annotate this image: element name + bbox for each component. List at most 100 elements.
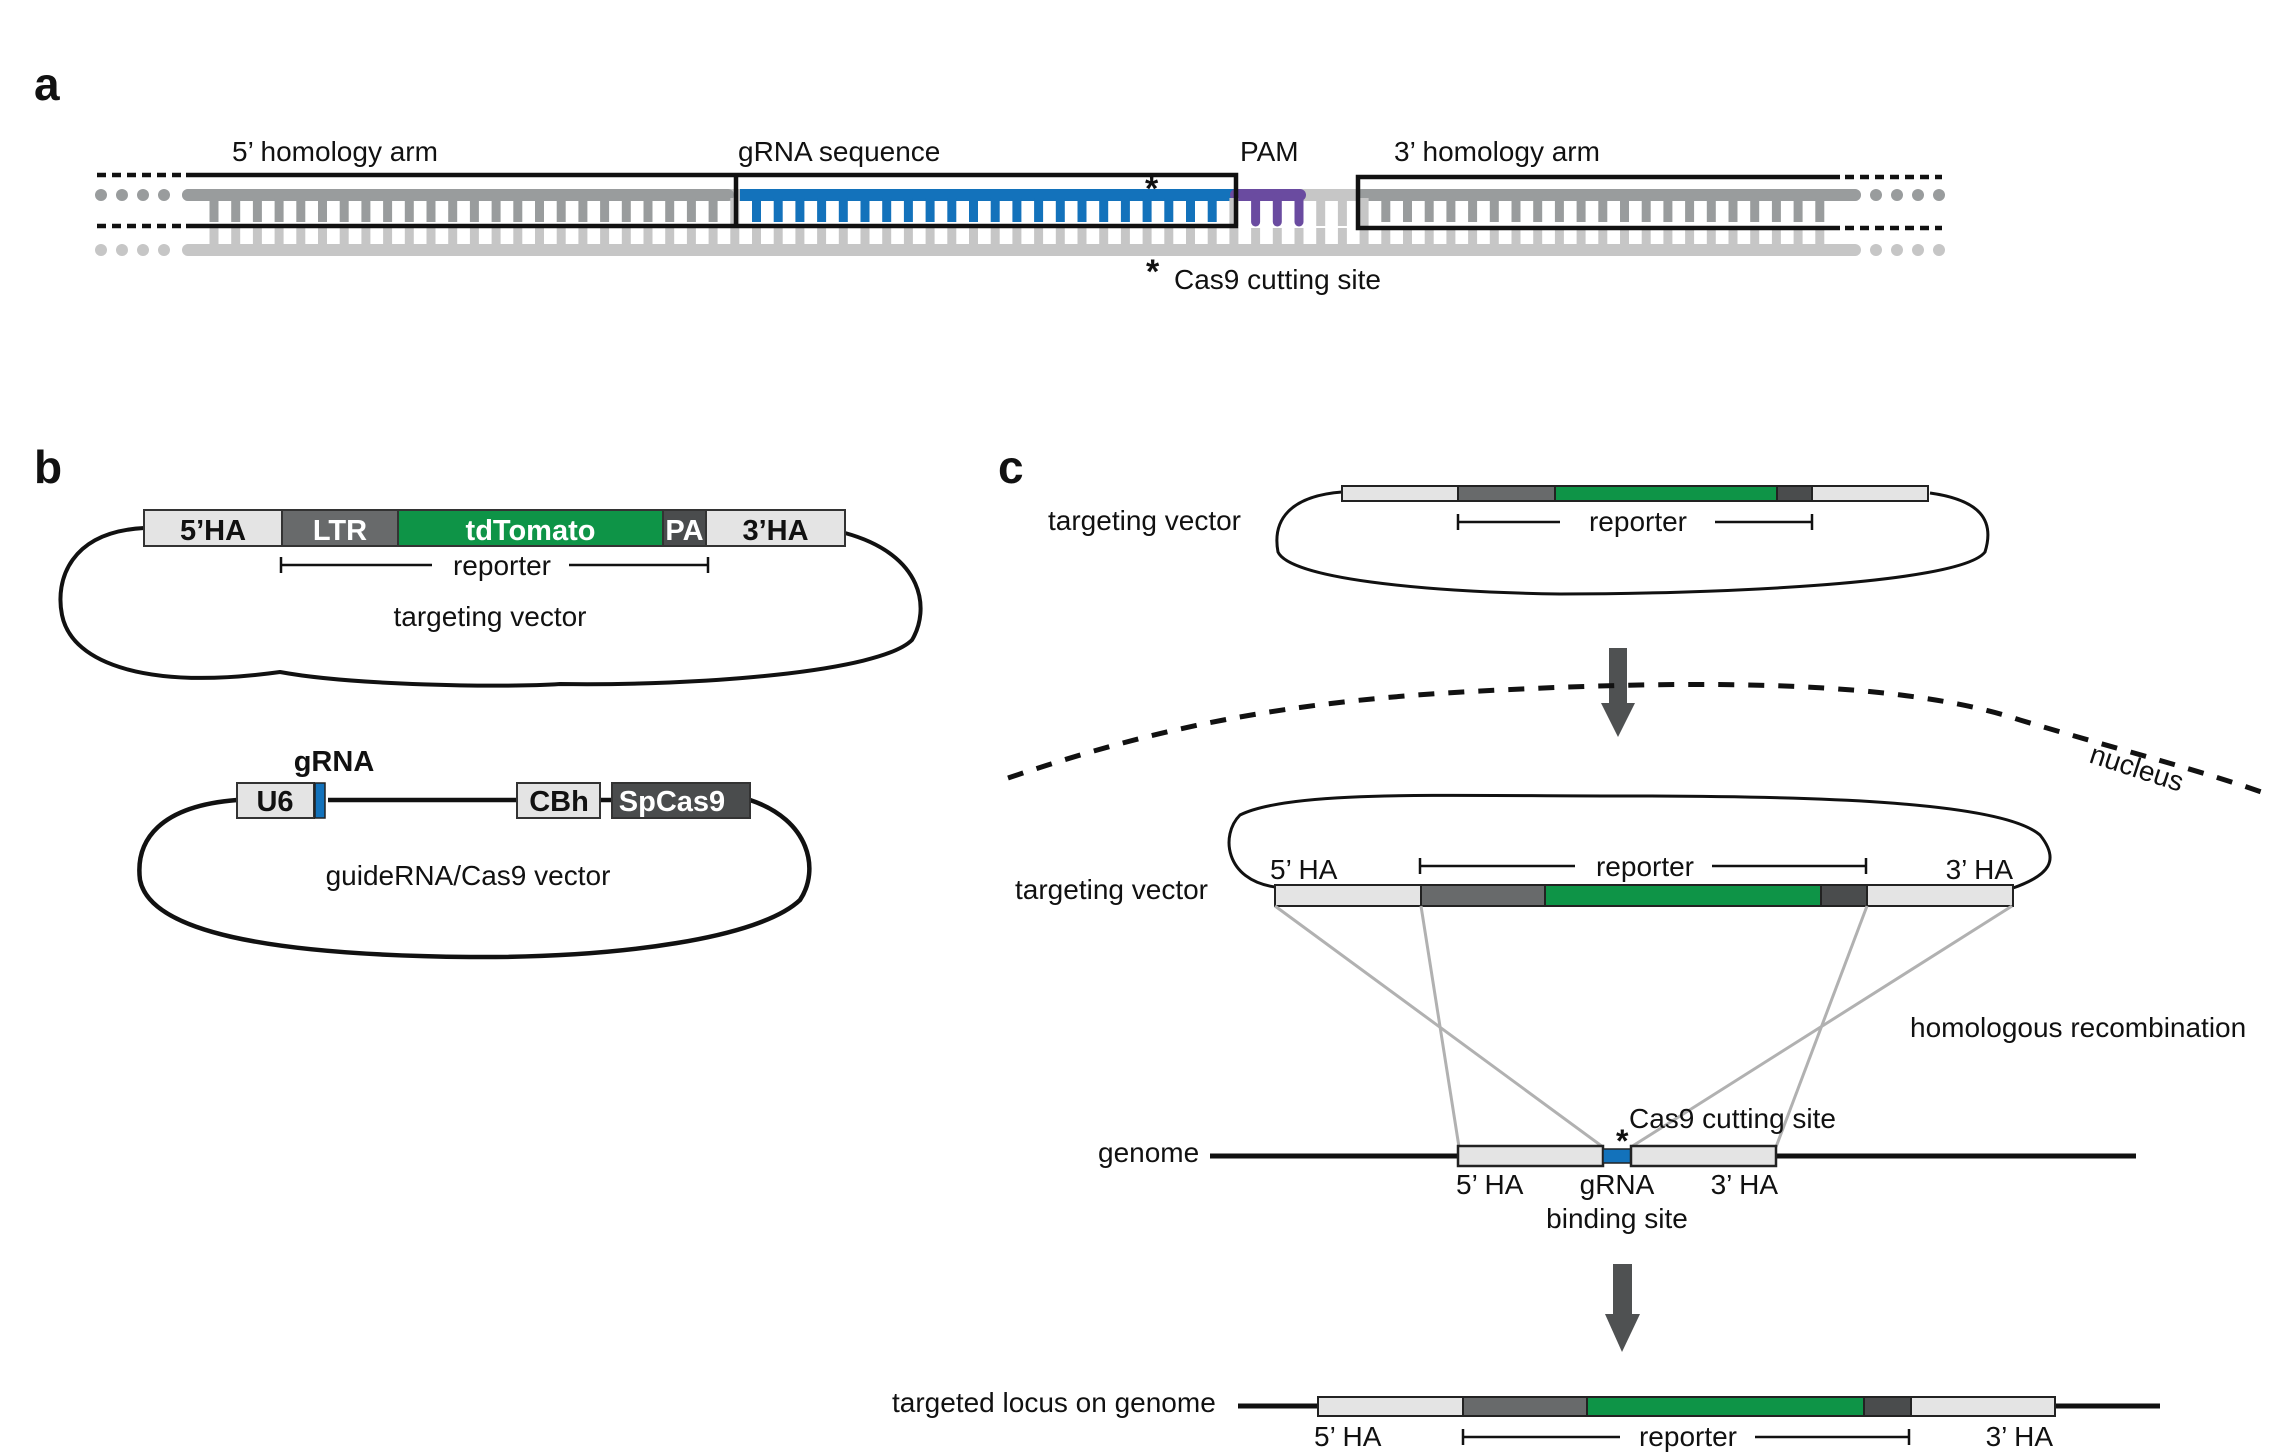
c-mid-vector-label: targeting vector [1015,874,1208,905]
segment-5ha [143,509,283,547]
c-top-vector-segments [1341,485,1929,502]
panel-c-label: c [998,441,1024,493]
c-mid-five-ha-label: 5’ HA [1270,854,1338,885]
genome: genome * Cas9 cutting site 5’ HA gRNA bi… [1098,1103,2136,1234]
segment-three-ha [1866,884,2014,907]
bottom-strand-dots [95,244,1945,256]
panel-a: a 5’ homology arm gRNA sequence PAM 3’ h… [34,58,1945,295]
segment-three-ha [1910,1396,2056,1417]
c-mid-vector-segments [1274,884,2014,907]
nucleus-membrane [1007,681,2270,798]
segment-label: 3’HA [742,515,808,547]
guide-vector-title: guideRNA/Cas9 vector [326,860,611,891]
grna-binding-label-2: binding site [1546,1203,1688,1234]
genome-five-ha-box [1456,1144,1605,1168]
homologous-recombination-label: homologous recombination [1910,1012,2246,1043]
nucleus-label: nucleus [2086,738,2187,797]
genome-label: genome [1098,1137,1199,1168]
segment-label: tdTomato [466,515,596,547]
reporter-bracket [1461,1429,1911,1445]
segment-ltr [1457,485,1556,502]
segment-five-ha [1317,1396,1464,1417]
panel-b: b 5’HA LTR tdTomato PA 3’HA reporter targeti… [34,441,923,960]
c-top-vector-label: targeting vector [1048,505,1241,536]
segment-label: 5’HA [180,515,246,547]
u6-promoter-box [236,782,315,819]
plasmid-backbone [1227,793,2052,890]
segment-polya [1776,485,1813,502]
segment-five-ha [1341,485,1459,502]
plasmid-backbone [1275,490,1990,596]
cbh-promoter-box [516,782,601,819]
recombination-lines [1274,904,2013,1149]
plasmid-backbone [137,797,812,960]
reporter-label: reporter [453,550,551,581]
top-strand-dots [95,189,1945,201]
segment-ltr [281,509,399,547]
three-homology-arm-label: 3’ homology arm [1394,136,1600,167]
c-mid-three-ha-label: 3’ HA [1946,854,2014,885]
reporter-bracket [1456,514,1814,530]
c-top-targeting-vector: targeting vector reporter [1048,485,1990,596]
cas9-cutting-site-label: Cas9 cutting site [1629,1103,1836,1134]
bottom-strand-bases [209,228,1825,246]
spcas9-label: SpCas9 [619,786,725,818]
c-top-reporter-label: reporter [1589,506,1687,537]
segment-reporter-gene [1586,1396,1865,1417]
cut-asterisk-legend: * [1146,253,1160,291]
segment-polya [1863,1396,1912,1417]
segment-tdtomato [397,509,664,547]
segment-three-ha [1811,485,1929,502]
locus-reporter-label: reporter [1639,1421,1737,1452]
genome-five-ha-label: 5’ HA [1456,1169,1524,1200]
region-outlines [97,172,1942,231]
segment-polya [1820,884,1868,907]
cut-asterisk: * [1616,1123,1629,1159]
top-strand-bases [209,193,1825,227]
down-arrow-1-icon [1601,648,1635,737]
guide-cas9-plasmid: gRNA U6 CBh SpCas9 guideRNA/Cas9 vector [137,746,812,960]
segment-label: LTR [313,515,367,547]
grna-sequence-label: gRNA sequence [738,136,940,167]
segment-3ha [705,509,846,547]
genome-three-ha-label: 3’ HA [1711,1169,1779,1200]
cut-asterisk-top: * [1145,170,1159,208]
segment-five-ha [1274,884,1422,907]
u6-label: U6 [256,786,293,818]
targeted-locus: targeted locus on genome 5’ HA reporter … [892,1387,2160,1452]
plasmid-backbone [58,526,923,688]
panel-a-label: a [34,58,60,110]
five-arm-outline [186,172,1239,229]
locus-three-ha-label: 3’ HA [1986,1421,2054,1452]
targeting-vector-segments: 5’HA LTR tdTomato PA 3’HA [143,509,846,547]
segment-label: PA [665,515,703,547]
targeting-vector-title: targeting vector [394,601,587,632]
segment-ltr [1420,884,1546,907]
panel-b-label: b [34,441,62,493]
grna-label: gRNA [294,746,375,778]
top-dna-strand [95,189,1945,227]
segment-reporter-gene [1544,884,1822,907]
genome-three-ha-box [1629,1144,1778,1168]
cas9-cutting-site-label: Cas9 cutting site [1174,264,1381,295]
cbh-label: CBh [529,786,589,818]
targeting-vector-plasmid: 5’HA LTR tdTomato PA 3’HA reporter targeting… [58,509,923,688]
grna-binding-label-1: gRNA [1580,1169,1655,1200]
c-mid-reporter-label: reporter [1596,851,1694,882]
five-homology-arm-label: 5’ homology arm [232,136,438,167]
grna-box [314,782,326,819]
targeted-locus-label: targeted locus on genome [892,1387,1216,1418]
segment-ltr [1462,1396,1588,1417]
segment-reporter-gene [1554,485,1778,502]
locus-five-ha-label: 5’ HA [1314,1421,1382,1452]
reporter-bracket [279,557,710,573]
three-arm-outline [1355,174,1840,231]
spcas9-box [611,782,751,819]
pam-label: PAM [1240,136,1299,167]
locus-segments [1317,1396,2056,1417]
down-arrow-2-icon [1605,1264,1640,1352]
reporter-bracket [1418,858,1868,874]
panel-c: c targeting vector reporter nucleus targ… [892,441,2270,1452]
bottom-dna-strand [95,228,1945,256]
